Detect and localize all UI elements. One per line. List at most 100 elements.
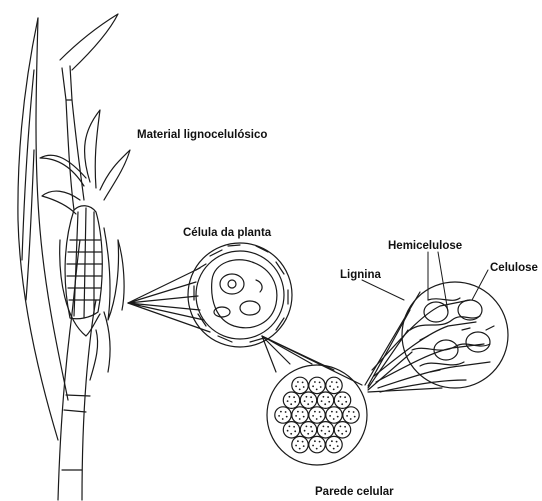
fibril-dot	[331, 411, 333, 413]
fibril-dot	[340, 396, 342, 398]
fibril-dot	[348, 411, 350, 413]
cell-wall-cross-section	[267, 365, 367, 465]
fibril-dot	[333, 448, 335, 450]
fibril-dot	[338, 430, 340, 432]
fibril-dot	[295, 385, 297, 387]
fibril-dot	[319, 411, 321, 413]
fibril-bundle	[317, 422, 333, 438]
fibril-bundle	[309, 377, 325, 393]
fibril-bundle	[283, 392, 299, 408]
fibril-dot	[287, 430, 289, 432]
fibril-bundle	[326, 377, 342, 393]
fibril-dot	[316, 448, 318, 450]
fibril-dot	[324, 403, 326, 405]
fibril-bundle	[343, 407, 359, 423]
fibril-dot	[320, 386, 322, 388]
fibril-dot	[338, 400, 340, 402]
fibril-dot	[293, 426, 295, 428]
fibril-dot	[297, 381, 299, 383]
fibril-dot	[327, 396, 329, 398]
fibril-bundle	[292, 436, 308, 452]
fibril-dot	[341, 433, 343, 435]
fibril-dot	[297, 411, 299, 413]
fibril-bundle	[334, 392, 350, 408]
label-leader-lines	[362, 252, 488, 312]
corn-plant-illustration	[18, 14, 130, 500]
fibril-dot	[312, 385, 314, 387]
fibril-dot	[310, 396, 312, 398]
callout-plant-to-cell	[128, 268, 210, 332]
fibril-bundle	[326, 407, 342, 423]
fibril-dot	[307, 433, 309, 435]
fibril-dot	[289, 396, 291, 398]
fibril-bundle	[300, 392, 316, 408]
label-lignina: Lignina	[340, 269, 381, 281]
fibril-dot	[314, 440, 316, 442]
fibril-dot	[311, 430, 313, 432]
fibril-dot	[353, 411, 355, 413]
fibril-dot	[333, 418, 335, 420]
fibril-dot	[328, 401, 330, 403]
fibril-dot	[345, 430, 347, 432]
fibril-dot	[294, 430, 296, 432]
fibril-dot	[336, 441, 338, 443]
fibril-dot	[320, 416, 322, 418]
fibril-dot	[297, 440, 299, 442]
fibril-dot	[302, 441, 304, 443]
fibril-dot	[303, 386, 305, 388]
label-celula-da-planta: Célula da planta	[183, 227, 271, 239]
fibril-dot	[329, 445, 331, 447]
fibril-bundle	[275, 407, 291, 423]
fibril-dot	[310, 426, 312, 428]
fibril-dot	[340, 426, 342, 428]
fibril-dot	[337, 416, 339, 418]
fibril-dot	[303, 416, 305, 418]
fibril-dot	[321, 400, 323, 402]
fibril-dot	[299, 389, 301, 391]
fibril-dot	[295, 445, 297, 447]
fibril-dot	[331, 381, 333, 383]
fibril-dot	[286, 416, 288, 418]
fibril-dot	[302, 411, 304, 413]
fibril-dot	[304, 430, 306, 432]
fibril-dot	[312, 415, 314, 417]
fibril-dot	[316, 389, 318, 391]
fibril-dot	[333, 389, 335, 391]
callout-wall-to-microfibril	[365, 292, 442, 392]
fibril-bundle	[309, 436, 325, 452]
fibril-bundle	[326, 436, 342, 452]
fibril-dot	[331, 440, 333, 442]
label-material-lignocelulosico: Material lignocelulósico	[137, 129, 267, 141]
fibril-bundle	[292, 407, 308, 423]
fibril-dot	[321, 430, 323, 432]
fibril-dot	[336, 411, 338, 413]
fibril-dot	[354, 416, 356, 418]
fibril-dot	[345, 401, 347, 403]
fibril-dot	[337, 445, 339, 447]
fibril-dot	[350, 418, 352, 420]
fibril-dot	[320, 445, 322, 447]
fibril-dot	[294, 401, 296, 403]
fibril-dot	[299, 448, 301, 450]
fibril-dot	[314, 411, 316, 413]
fibril-dot	[295, 415, 297, 417]
fibril-dot	[329, 385, 331, 387]
fibril-dot	[316, 418, 318, 420]
fibril-bundle	[292, 377, 308, 393]
label-celulose: Celulose	[490, 262, 538, 274]
fibril-dot	[341, 403, 343, 405]
fibril-dot	[337, 386, 339, 388]
fibril-bundle	[309, 407, 325, 423]
fibril-dot	[344, 396, 346, 398]
fibril-dot	[287, 400, 289, 402]
fibril-dot	[290, 403, 292, 405]
fibril-dot	[327, 426, 329, 428]
fibril-dot	[319, 441, 321, 443]
fibril-dot	[323, 426, 325, 428]
fibril-dot	[314, 381, 316, 383]
label-hemicelulose: Hemicelulose	[388, 240, 462, 252]
fibril-dot	[336, 382, 338, 384]
fibril-dot	[304, 400, 306, 402]
fibril-dot	[328, 430, 330, 432]
fibril-bundle	[334, 422, 350, 438]
